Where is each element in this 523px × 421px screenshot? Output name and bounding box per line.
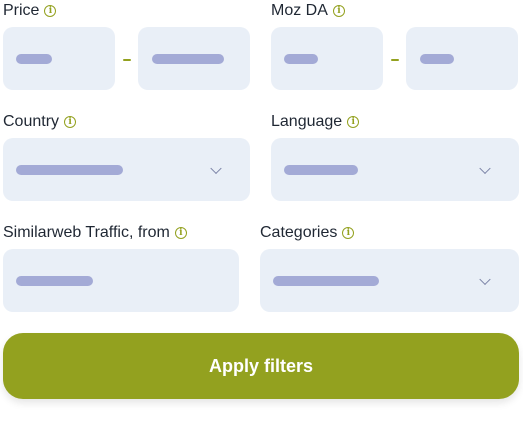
moz-da-range-separator — [391, 59, 399, 61]
categories-label: Categories i — [260, 223, 355, 243]
placeholder-bar — [16, 275, 93, 286]
info-icon[interactable]: i — [342, 227, 355, 239]
price-range-separator — [123, 59, 131, 61]
placeholder-bar — [16, 53, 52, 64]
country-select[interactable] — [3, 138, 250, 201]
similarweb-traffic-label-text: Similarweb Traffic, from — [3, 224, 170, 241]
categories-select[interactable] — [260, 249, 519, 312]
info-icon[interactable]: i — [44, 5, 57, 17]
info-icon[interactable]: i — [64, 116, 77, 128]
placeholder-bar — [152, 53, 224, 64]
similarweb-traffic-label: Similarweb Traffic, from i — [3, 223, 187, 243]
apply-filters-button[interactable]: Apply filters — [3, 333, 519, 399]
chevron-down-icon — [479, 273, 491, 285]
info-icon[interactable]: i — [347, 116, 360, 128]
placeholder-bar — [273, 275, 379, 286]
placeholder-bar — [420, 53, 454, 64]
placeholder-bar — [284, 164, 358, 175]
language-select[interactable] — [271, 138, 519, 201]
moz-da-min-input[interactable] — [271, 27, 383, 90]
moz-da-label-text: Moz DA — [271, 2, 328, 19]
moz-da-max-input[interactable] — [406, 27, 518, 90]
language-label: Language i — [271, 112, 360, 132]
country-label: Country i — [3, 112, 77, 132]
categories-label-text: Categories — [260, 224, 338, 241]
placeholder-bar — [284, 53, 318, 64]
placeholder-bar — [16, 164, 123, 175]
chevron-down-icon — [210, 162, 222, 174]
moz-da-label: Moz DA i — [271, 1, 345, 21]
language-label-text: Language — [271, 113, 343, 130]
price-min-input[interactable] — [3, 27, 115, 90]
info-icon[interactable]: i — [174, 227, 187, 239]
similarweb-traffic-input[interactable] — [3, 249, 239, 312]
price-label-text: Price — [3, 2, 40, 19]
price-max-input[interactable] — [138, 27, 250, 90]
info-icon[interactable]: i — [332, 5, 345, 17]
price-label: Price i — [3, 1, 57, 21]
country-label-text: Country — [3, 113, 60, 130]
chevron-down-icon — [479, 162, 491, 174]
